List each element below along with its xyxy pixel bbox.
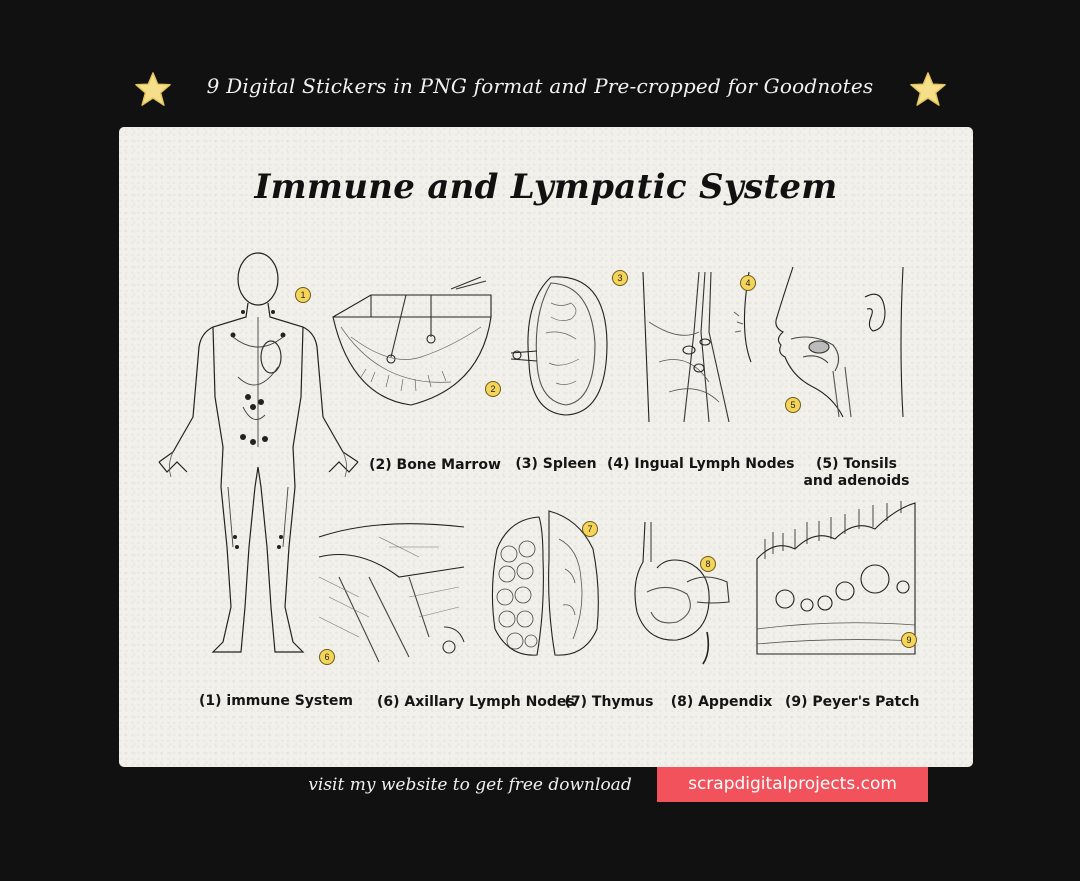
- thymus-illustration: [489, 509, 604, 659]
- peyers-patch-illustration: [755, 499, 917, 655]
- axillary-lymph-nodes-illustration: [318, 517, 465, 663]
- website-link[interactable]: scrapdigitalprojects.com: [657, 767, 928, 802]
- caption-spleen: (3) Spleen: [515, 456, 597, 472]
- sticker-number-badge: 3: [612, 270, 628, 286]
- banner-text: 9 Digital Stickers in PNG format and Pre…: [206, 74, 874, 98]
- sticker-number-badge: 8: [700, 556, 716, 572]
- caption-appendix: (8) Appendix: [670, 694, 773, 710]
- tonsils-adenoids-illustration: [773, 266, 908, 418]
- bone-marrow-illustration: [331, 276, 496, 407]
- caption-ingual-lymph-nodes: (4) Ingual Lymph Nodes: [607, 456, 795, 472]
- caption-axillary-lymph-nodes: (6) Axillary Lymph Nodes: [377, 694, 575, 710]
- caption-thymus: (7) Thymus: [564, 694, 654, 710]
- spleen-illustration: [510, 273, 611, 418]
- sticker-number-badge: 2: [485, 381, 501, 397]
- star-icon: [909, 70, 947, 108]
- caption-peyers-patch: (9) Peyer's Patch: [785, 694, 920, 710]
- footer-text: visit my website to get free download: [308, 775, 632, 795]
- ingual-lymph-nodes-illustration: [639, 271, 754, 423]
- sticker-number-badge: 9: [901, 632, 917, 648]
- immune-system-illustration: [153, 247, 363, 667]
- star-icon: [134, 70, 172, 108]
- sticker-number-badge: 7: [582, 521, 598, 537]
- caption-bone-marrow: (2) Bone Marrow: [369, 457, 501, 473]
- sticker-number-badge: 5: [785, 397, 801, 413]
- appendix-illustration: [627, 521, 732, 667]
- caption-immune-system: (1) immune System: [199, 693, 354, 709]
- caption-tonsils-adenoids: (5) Tonsils and adenoids: [803, 456, 910, 489]
- sticker-number-badge: 6: [319, 649, 335, 665]
- sticker-sheet: Immune and Lympatic System 1: [119, 127, 973, 767]
- sticker-number-badge: 1: [295, 287, 311, 303]
- page-title: Immune and Lympatic System: [254, 167, 838, 207]
- sticker-number-badge: 4: [740, 275, 756, 291]
